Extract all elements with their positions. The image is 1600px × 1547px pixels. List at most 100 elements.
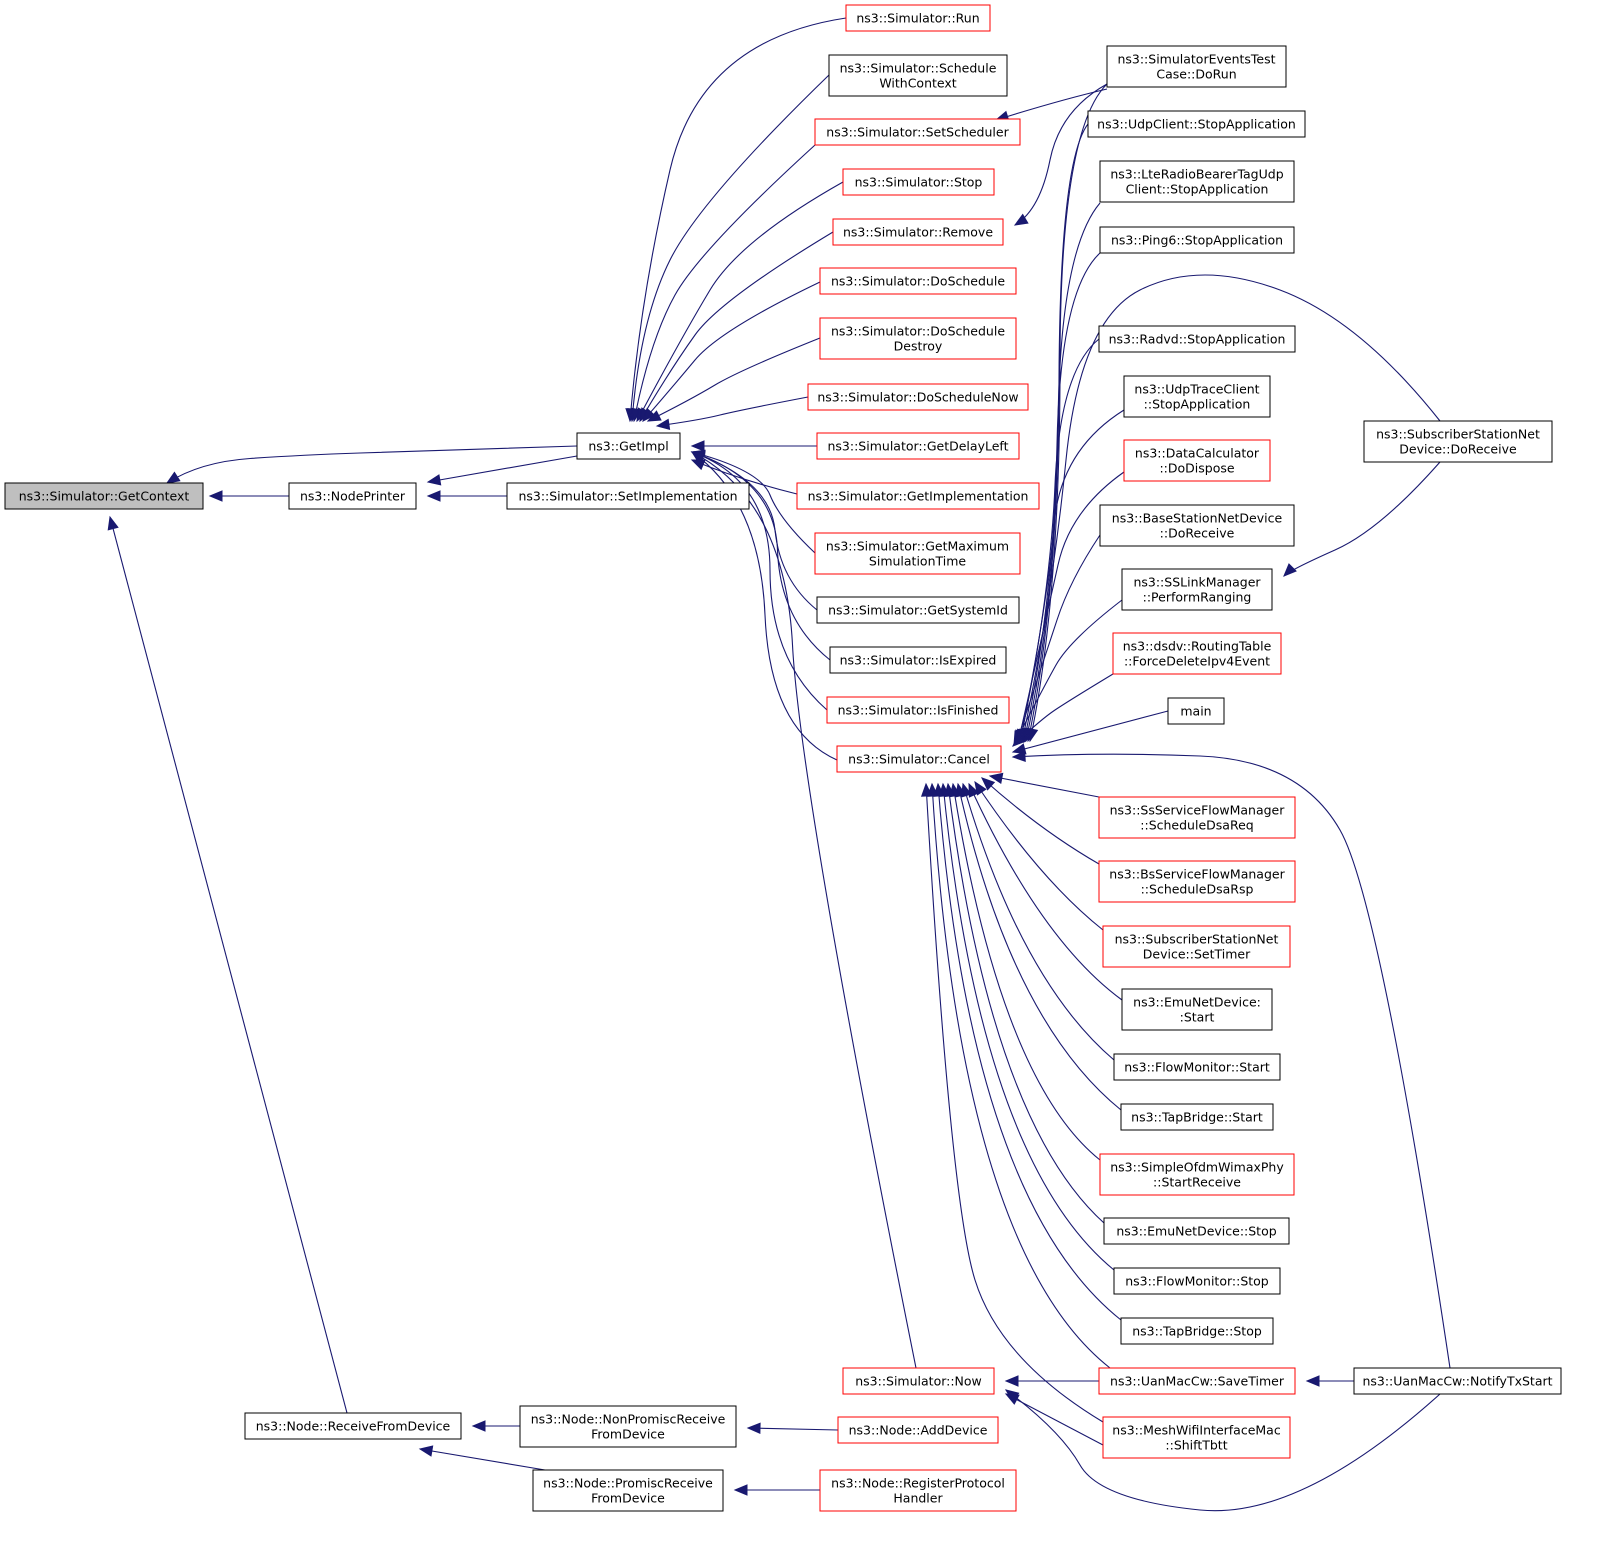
node-ssdoreceive[interactable]: ns3::SubscriberStationNetDevice::DoRecei… xyxy=(1363,420,1553,463)
node-emustop[interactable]: ns3::EmuNetDevice::Stop xyxy=(1103,1217,1290,1245)
edge-isexpired-to-getimpl xyxy=(691,451,831,661)
node-getimpl[interactable]: ns3::GetImpl xyxy=(576,432,681,460)
node-label: ns3::NodePrinter xyxy=(300,489,406,504)
node-uannotify[interactable]: ns3::UanMacCw::NotifyTxStart xyxy=(1353,1367,1562,1395)
edge-getsystemid-to-getimpl xyxy=(691,451,818,611)
edge-simeventstest-to-setscheduler xyxy=(995,88,1108,121)
node-label: ns3::Simulator::IsExpired xyxy=(840,653,997,668)
node-label: ns3::UanMacCw::NotifyTxStart xyxy=(1362,1374,1552,1389)
node-box xyxy=(807,383,1029,411)
arrowhead-uannotify-to-now xyxy=(1004,1389,1020,1403)
node-label: ns3::Simulator::GetDelayLeft xyxy=(828,439,1009,454)
edge-getimpl-to-getcontext xyxy=(166,445,578,484)
node-datacalcdispose[interactable]: ns3::DataCalculator::DoDispose xyxy=(1123,439,1271,482)
node-flowstart[interactable]: ns3::FlowMonitor::Start xyxy=(1113,1053,1281,1081)
node-box xyxy=(836,745,1002,773)
node-label: ns3::LteRadioBearerTagUdp xyxy=(1110,167,1283,182)
node-label: ::StartReceive xyxy=(1153,1175,1241,1190)
node-box xyxy=(576,432,681,460)
node-cancel[interactable]: ns3::Simulator::Cancel xyxy=(836,745,1002,773)
node-ssdsareq[interactable]: ns3::SsServiceFlowManager::ScheduleDsaRe… xyxy=(1098,796,1296,839)
node-getimplementation[interactable]: ns3::Simulator::GetImplementation xyxy=(796,482,1040,510)
edge-meshshift-to-cancel xyxy=(925,783,1104,1423)
node-basestationrecv[interactable]: ns3::BaseStationNetDevice::DoReceive xyxy=(1099,504,1295,547)
edge-udptracestop-to-cancel xyxy=(1019,409,1125,744)
node-box xyxy=(819,1469,1017,1512)
arrowhead-promisc-to-recvfromdev xyxy=(418,1445,434,1457)
node-tapstop[interactable]: ns3::TapBridge::Stop xyxy=(1120,1317,1274,1345)
node-doschedule[interactable]: ns3::Simulator::DoSchedule xyxy=(819,267,1017,295)
node-remove[interactable]: ns3::Simulator::Remove xyxy=(832,218,1004,246)
node-ping6stop[interactable]: ns3::Ping6::StopApplication xyxy=(1099,226,1295,254)
node-main[interactable]: main xyxy=(1167,697,1225,725)
node-run[interactable]: ns3::Simulator::Run xyxy=(845,4,991,32)
node-label: ns3::SSLinkManager xyxy=(1133,575,1261,590)
node-box xyxy=(4,482,204,510)
arrowhead-now-to-getimpl xyxy=(690,451,706,463)
node-lteradio[interactable]: ns3::LteRadioBearerTagUdpClient::StopApp… xyxy=(1099,160,1295,203)
node-isfinished[interactable]: ns3::Simulator::IsFinished xyxy=(826,696,1010,724)
edge-run-to-getimpl xyxy=(629,17,847,422)
arrowhead-getimpl-to-getcontext xyxy=(165,471,181,484)
node-setscheduler[interactable]: ns3::Simulator::SetScheduler xyxy=(814,118,1021,146)
edge-stop-to-getimpl xyxy=(636,181,844,422)
node-box xyxy=(1120,1103,1274,1131)
node-udpclientstop[interactable]: ns3::UdpClient::StopApplication xyxy=(1087,110,1306,138)
node-uansavetimer[interactable]: ns3::UanMacCw::SaveTimer xyxy=(1098,1367,1296,1395)
node-label: ns3::Simulator::Run xyxy=(856,11,979,26)
node-now[interactable]: ns3::Simulator::Now xyxy=(842,1367,995,1395)
node-doschednow[interactable]: ns3::Simulator::DoScheduleNow xyxy=(807,383,1029,411)
node-label: ns3::Simulator::SetImplementation xyxy=(518,489,737,504)
node-box xyxy=(1098,860,1296,903)
arrowhead-uansavetimer-to-now xyxy=(1004,1375,1019,1387)
node-meshshift[interactable]: ns3::MeshWifiInterfaceMac::ShiftTbtt xyxy=(1102,1416,1291,1459)
arrowhead-nonpromisc-to-recvfromdev xyxy=(471,1420,486,1432)
node-label: ::ForceDeleteIpv4Event xyxy=(1124,654,1270,669)
node-sssettimer[interactable]: ns3::SubscriberStationNetDevice::SetTime… xyxy=(1102,925,1291,968)
node-udptracestop[interactable]: ns3::UdpTraceClient::StopApplication xyxy=(1123,375,1271,418)
node-label: :Start xyxy=(1180,1010,1215,1025)
node-getcontext[interactable]: ns3::Simulator::GetContext xyxy=(4,482,204,510)
node-isexpired[interactable]: ns3::Simulator::IsExpired xyxy=(829,646,1007,674)
node-label: ::PerformRanging xyxy=(1143,590,1252,605)
node-emustart[interactable]: ns3::EmuNetDevice::Start xyxy=(1121,988,1273,1031)
node-recvfromdev[interactable]: ns3::Node::ReceiveFromDevice xyxy=(244,1412,462,1440)
node-label: ns3::Simulator::GetMaximum xyxy=(826,539,1009,554)
node-box xyxy=(1103,1217,1290,1245)
node-tapstart[interactable]: ns3::TapBridge::Start xyxy=(1120,1103,1274,1131)
node-ofdmrecv[interactable]: ns3::SimpleOfdmWimaxPhy::StartReceive xyxy=(1099,1153,1295,1196)
node-dsdvforce[interactable]: ns3::dsdv::RoutingTable::ForceDeleteIpv4… xyxy=(1112,632,1282,675)
edge-flowstop-to-cancel xyxy=(942,783,1115,1271)
node-label: ::DoReceive xyxy=(1160,526,1235,541)
node-label: ns3::Simulator::GetImplementation xyxy=(808,489,1029,504)
node-label: ns3::Radvd::StopApplication xyxy=(1109,332,1286,347)
node-flowstop[interactable]: ns3::FlowMonitor::Stop xyxy=(1113,1267,1281,1295)
node-stop[interactable]: ns3::Simulator::Stop xyxy=(842,168,995,196)
node-box xyxy=(1120,1317,1274,1345)
node-box xyxy=(1363,420,1553,463)
node-label: ns3::Simulator::IsFinished xyxy=(838,703,999,718)
node-box xyxy=(1113,1267,1281,1295)
node-radvdstop[interactable]: ns3::Radvd::StopApplication xyxy=(1098,325,1296,353)
node-box xyxy=(845,4,991,32)
node-sslinkranging[interactable]: ns3::SSLinkManager::PerformRanging xyxy=(1121,568,1273,611)
node-nodeprinter[interactable]: ns3::NodePrinter xyxy=(288,482,417,510)
node-bsdsarsp[interactable]: ns3::BsServiceFlowManager::ScheduleDsaRs… xyxy=(1098,860,1296,903)
node-getdelayleft[interactable]: ns3::Simulator::GetDelayLeft xyxy=(816,432,1020,460)
edge-schedwithctx-to-getimpl xyxy=(631,74,830,422)
node-getsystemid[interactable]: ns3::Simulator::GetSystemId xyxy=(816,596,1020,624)
node-setimpl[interactable]: ns3::Simulator::SetImplementation xyxy=(506,482,750,510)
arrowhead-regproto-to-promisc xyxy=(733,1484,748,1496)
node-label: ns3::Simulator::GetSystemId xyxy=(828,603,1008,618)
node-label: ns3::Node::ReceiveFromDevice xyxy=(256,1419,451,1434)
node-adddevice[interactable]: ns3::Node::AddDevice xyxy=(837,1416,999,1444)
arrowhead-nodeprinter-to-getcontext xyxy=(208,490,223,502)
